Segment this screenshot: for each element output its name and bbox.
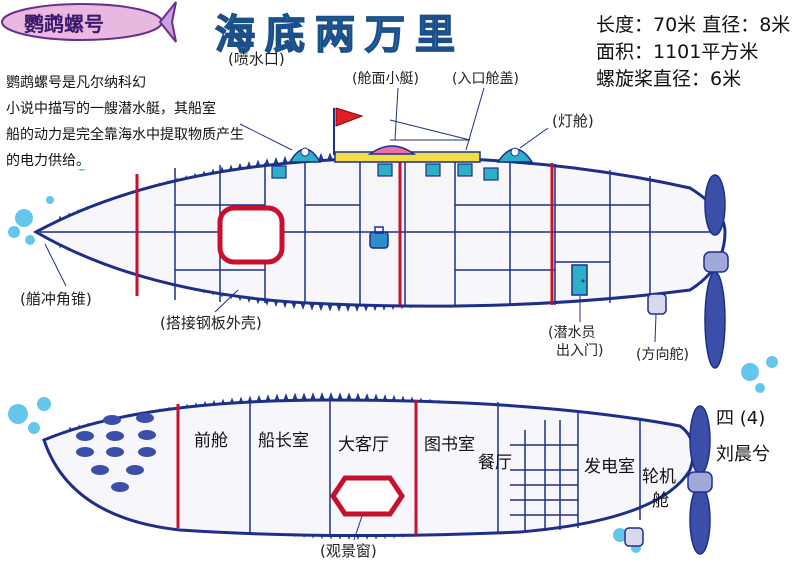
plan-propeller-icon xyxy=(687,405,713,555)
room-engine-1: 轮机 xyxy=(642,467,676,487)
viewing-window-icon xyxy=(329,475,406,517)
side-porthole-icon xyxy=(217,205,285,265)
label-deck-boat: (舱面小艇) xyxy=(352,71,419,87)
room-salon: 大客厅 xyxy=(338,435,389,455)
hull-spike xyxy=(318,152,324,161)
plan-oval-windows xyxy=(76,413,156,492)
hull-spike xyxy=(301,392,307,401)
leader-lines xyxy=(44,87,657,541)
room-front-cabin: 前舱 xyxy=(194,431,228,451)
spec-dimensions: 长度：70米 直径：8米 xyxy=(596,14,791,36)
hull-spike xyxy=(337,392,343,401)
diver-door-icon xyxy=(571,264,588,296)
hull-spike xyxy=(327,303,333,312)
label-lamp-cabin: (灯舱) xyxy=(552,112,594,130)
lamp-dome-icon xyxy=(496,147,534,163)
description-line-2: 小说中描写的一艘潜水艇，其船室 xyxy=(6,101,216,117)
room-engine-2: 舱 xyxy=(652,491,669,511)
water-spout-dome-icon xyxy=(288,147,322,163)
hull-spike xyxy=(327,152,333,161)
description-line-4: 的电力供给。 xyxy=(6,153,90,169)
rudder-icon xyxy=(647,293,667,315)
flag-icon xyxy=(333,107,364,155)
page-title: 海底两万里 xyxy=(214,10,465,59)
label-entry-hatch: (入口舱盖) xyxy=(452,71,519,87)
hull-spike xyxy=(328,392,334,401)
hull-spike xyxy=(319,392,325,401)
hull-spike xyxy=(310,392,316,401)
plan-hull xyxy=(42,398,695,538)
spec-block: 长度：70米 直径：8米 面积：1101平方米 螺旋桨直径：6米 xyxy=(596,12,790,93)
side-propeller-icon xyxy=(703,174,729,369)
plan-view-submarine xyxy=(42,392,713,555)
side-view-submarine xyxy=(32,107,729,369)
description-line-3: 船的动力是完全靠海水中提取物质产生 xyxy=(6,127,244,143)
spec-area: 面积：1101平方米 xyxy=(596,41,759,63)
description-block: 鹦鹉螺号是凡尔纳科幻 小说中描写的一艘潜水艇，其船室 船的动力是完全靠海水中提取… xyxy=(6,70,256,174)
name-tag-fin-icon xyxy=(158,1,177,43)
hull-spike xyxy=(292,392,298,401)
label-viewing-window: (观景窗) xyxy=(320,542,377,560)
room-library: 图书室 xyxy=(424,435,475,455)
spec-propeller: 螺旋桨直径：6米 xyxy=(596,68,742,90)
label-diver-exit-2: 出入门) xyxy=(556,343,604,359)
description-line-1: 鹦鹉螺号是凡尔纳科幻 xyxy=(6,75,146,91)
label-ram: (艏冲角锥) xyxy=(20,290,92,308)
hull-spike xyxy=(318,303,324,312)
label-rudder: (方向舵) xyxy=(636,347,689,363)
credit-class: 四 (4) xyxy=(716,408,766,429)
entry-hatch-icon xyxy=(271,163,499,181)
hull-spike xyxy=(346,392,352,401)
hull-spike xyxy=(283,393,289,402)
plan-rudder-icon xyxy=(624,527,644,547)
hatch-icon xyxy=(369,226,389,249)
room-captain: 船长室 xyxy=(258,431,309,451)
room-generator: 发电室 xyxy=(584,457,635,477)
label-diver-exit-1: (潜水员 xyxy=(548,325,596,341)
hull-spike xyxy=(282,155,288,164)
room-dining: 餐厅 xyxy=(478,453,512,473)
label-water-spout: (喷水口) xyxy=(228,50,285,68)
credit-author: 刘晨兮 xyxy=(716,444,770,465)
label-hull: (搭接钢板外壳) xyxy=(160,314,262,332)
name-tag-label: 鹦鹉螺号 xyxy=(24,12,104,36)
